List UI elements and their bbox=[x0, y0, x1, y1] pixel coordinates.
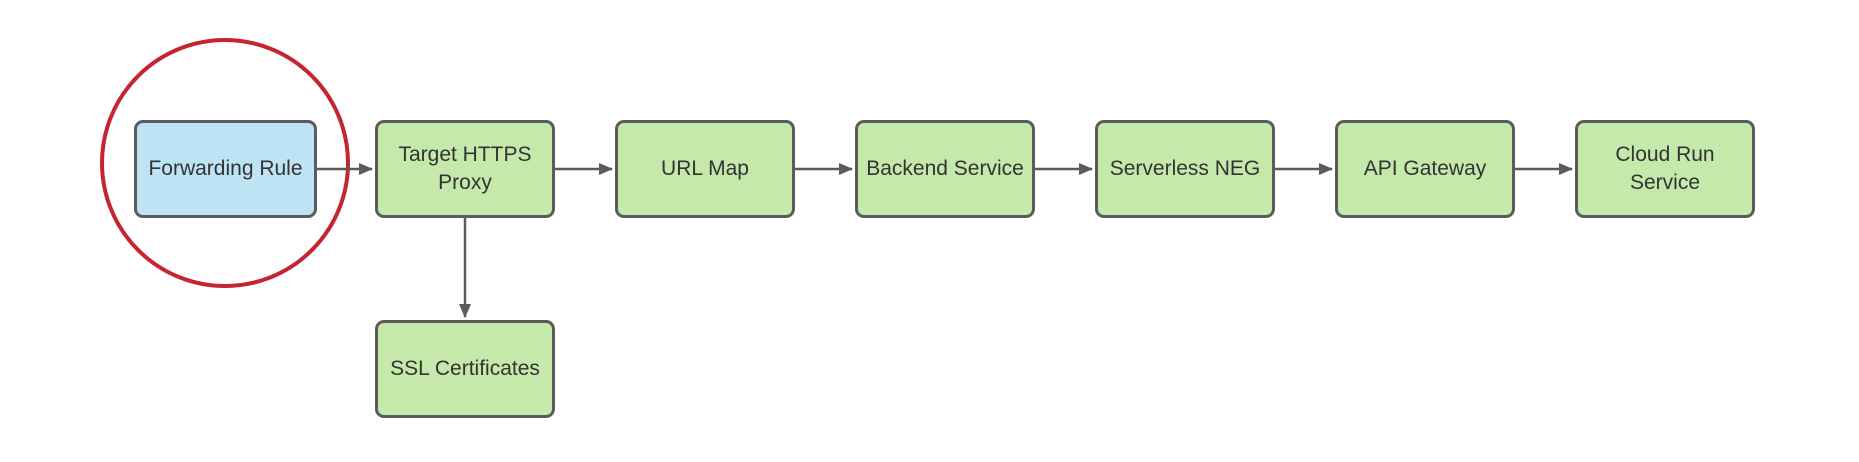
node-target-https-proxy-label: Target HTTPS Proxy bbox=[398, 143, 532, 194]
node-url-map: URL Map bbox=[615, 120, 795, 218]
node-target-https-proxy: Target HTTPS Proxy bbox=[375, 120, 555, 218]
node-serverless-neg-label: Serverless NEG bbox=[1109, 157, 1261, 180]
node-ssl-certificates: SSL Certificates bbox=[375, 320, 555, 418]
node-forwarding-rule: Forwarding Rule bbox=[134, 120, 317, 218]
node-cloud-run-service-label: Cloud Run Service bbox=[1615, 143, 1715, 194]
node-backend-service: Backend Service bbox=[855, 120, 1035, 218]
node-ssl-certificates-label: SSL Certificates bbox=[390, 357, 540, 380]
node-cloud-run-service: Cloud Run Service bbox=[1575, 120, 1755, 218]
node-url-map-label: URL Map bbox=[661, 157, 749, 180]
highlight-circle bbox=[100, 38, 350, 288]
node-backend-service-label: Backend Service bbox=[866, 157, 1024, 180]
node-forwarding-rule-label: Forwarding Rule bbox=[148, 157, 303, 180]
node-api-gateway-label: API Gateway bbox=[1363, 157, 1487, 180]
node-serverless-neg: Serverless NEG bbox=[1095, 120, 1275, 218]
node-api-gateway: API Gateway bbox=[1335, 120, 1515, 218]
